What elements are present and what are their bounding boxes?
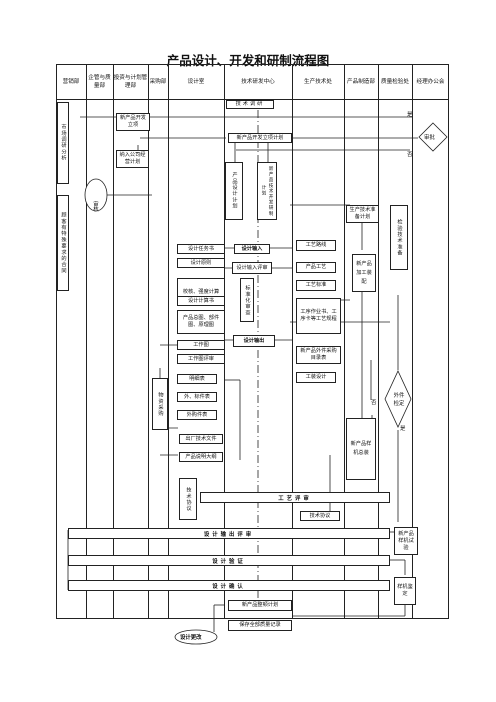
column-header: 质量检验处 [378, 64, 412, 100]
output-review-bar: 设计输出评审 [68, 528, 390, 539]
new-project-plan-box: 新产品开发立项计划 [228, 133, 292, 143]
design-input-box: 设计输入 [234, 244, 270, 254]
design-verify-bar: 设计验证 [68, 555, 390, 566]
trial-plan-box: 新产品整顿计划 [228, 600, 292, 611]
review-ellipse [84, 178, 108, 212]
column-header: 采购部 [148, 64, 168, 100]
dev-plan-box: 新产品技术开发研制计划 [257, 162, 277, 220]
calc-book-box: 设计计算书 [177, 296, 225, 306]
column-header: 产品制造部 [344, 64, 378, 100]
process-route-box: 工艺路线 [296, 240, 336, 251]
tech-agreement2-box: 技术协议 [300, 511, 340, 521]
column-header: 生产技术处 [292, 64, 344, 100]
design-confirm-bar: 设计确认 [68, 580, 390, 591]
inspect-prep-box: 检验技术准备 [390, 205, 408, 270]
column-header: 营销部 [56, 64, 86, 100]
flowchart-frame [56, 64, 449, 619]
tech-agreement-box: 技术协议 [179, 478, 197, 520]
product-process-box: 产品工艺 [296, 262, 336, 273]
sample-review-box: 样机鉴定 [394, 577, 416, 605]
process-docs-box: 工序作业书、工序卡等工艺规程 [296, 298, 341, 334]
no-label: 否 [407, 152, 413, 158]
approve-label: 审批 [424, 135, 435, 141]
column-header: 技术研发中心 [224, 64, 292, 100]
column-header: 企管与质量部 [86, 64, 113, 100]
prod-drawings-box: 产品总图、部件图、原理图 [177, 310, 225, 334]
process-review-bar: 工艺评审 [200, 492, 390, 503]
std-parts-box: 外、标件表 [177, 392, 217, 402]
tech-research-box: 技术调研 [226, 100, 274, 109]
bom-box: 明细表 [177, 374, 217, 384]
prototype-assembly-box: 新产品样机总装 [346, 418, 376, 480]
column-header: 设计室 [168, 64, 224, 100]
column-header: 投资与计划管理部 [113, 64, 148, 100]
design-principle-box: 设计原则 [177, 258, 225, 268]
review-label: 审核 [92, 201, 98, 212]
include-plan-box: 纳入公司经营计划 [116, 150, 149, 168]
yes-label-2: 是 [400, 426, 406, 432]
product-manual-box: 产品说明大纲 [179, 452, 223, 462]
prototype-test-box: 新产品样机试验 [394, 527, 418, 555]
design-change-ellipse [174, 629, 218, 645]
design-change-label: 设计更改 [180, 635, 202, 641]
std-review-box: 标准化审查 [240, 278, 254, 322]
column-header: 经理办公会 [412, 64, 449, 100]
drawing-review-box: 工作图评审 [177, 354, 225, 364]
proposal-box: 新产品开发立项 [116, 113, 150, 131]
yes-label: 是 [407, 112, 413, 118]
process-std-box: 工艺标准 [296, 280, 336, 291]
outsourced-box: 外购件表 [177, 410, 217, 420]
parts-qualified-label: 外件检定 [393, 393, 405, 407]
product-design-plan-box: 产品设计计划 [225, 162, 243, 220]
design-task-box: 设计任务书 [177, 244, 225, 254]
factory-docs-box: 出厂技术文件 [179, 434, 223, 444]
quality-records-box: 保存全部质量记录 [228, 620, 292, 631]
new-prod-parts-box: 新产品外件采购目录表 [296, 346, 341, 364]
no-label-2: 否 [371, 400, 377, 406]
market-analysis-note: 市场调研分析 [57, 102, 69, 184]
parts-qualified-diamond [384, 370, 412, 428]
input-review-box: 设计输入评审 [232, 262, 272, 274]
material-purchase-box: 物资采购 [152, 378, 168, 430]
prod-prep-plan-box: 生产技术准备计划 [346, 205, 379, 223]
work-drawing-box: 工作图 [177, 340, 225, 350]
design-output-box: 设计输出 [233, 335, 275, 347]
approve-diamond [418, 122, 448, 152]
fixture-design-box: 工装设计 [296, 372, 336, 383]
new-prod-equip-box: 新产品加工装配 [352, 254, 376, 292]
contract-note: 顾客有特殊要求的合同 [57, 195, 69, 291]
